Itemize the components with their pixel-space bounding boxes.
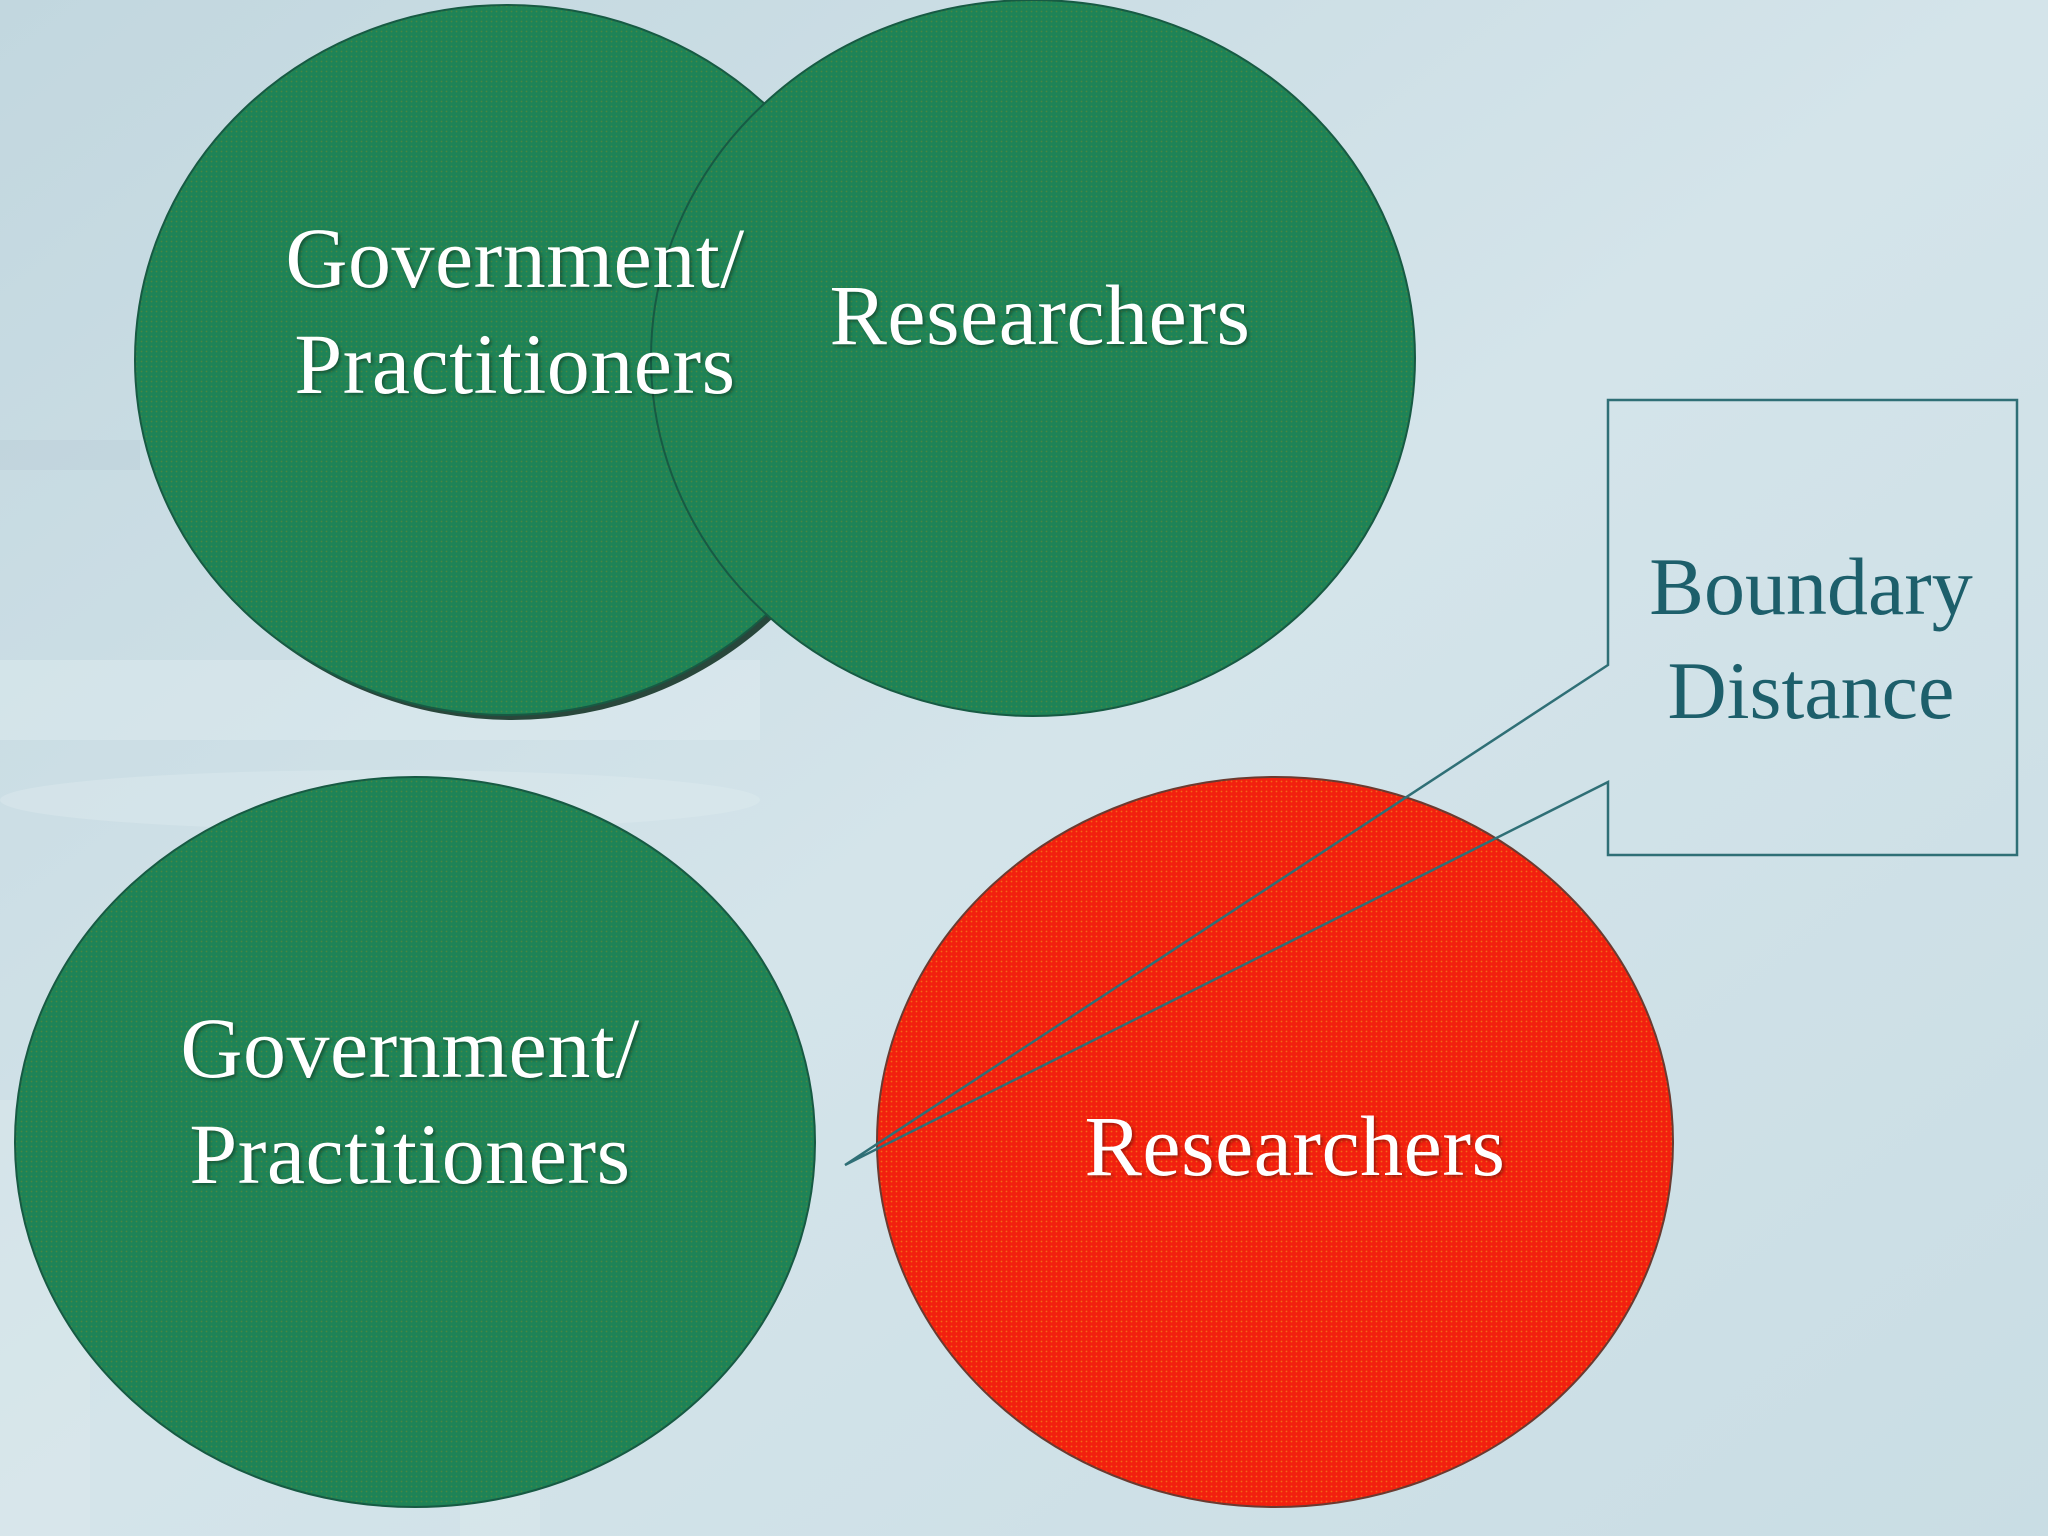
top-researchers-circle <box>650 0 1416 717</box>
bottom-researchers-label: Researchers <box>1084 1098 1506 1194</box>
callout-line2: Distance <box>1667 645 1955 736</box>
bottom-government-line1: Government/ <box>180 1000 640 1096</box>
top-government-label: Government/ Practitioners <box>245 205 785 417</box>
bottom-government-label: Government/ Practitioners <box>140 995 680 1207</box>
bottom-researchers-circle <box>876 776 1674 1508</box>
top-government-line1: Government/ <box>285 210 745 306</box>
callout-label: Boundary Distance <box>1608 535 2014 743</box>
top-researchers-label: Researchers <box>829 267 1251 363</box>
boundary-distance-callout <box>844 398 2019 1167</box>
callout-line1: Boundary <box>1649 541 1973 632</box>
bottom-government-circle <box>14 776 816 1508</box>
top-government-line2: Practitioners <box>294 316 736 412</box>
bottom-government-line2: Practitioners <box>189 1106 631 1202</box>
